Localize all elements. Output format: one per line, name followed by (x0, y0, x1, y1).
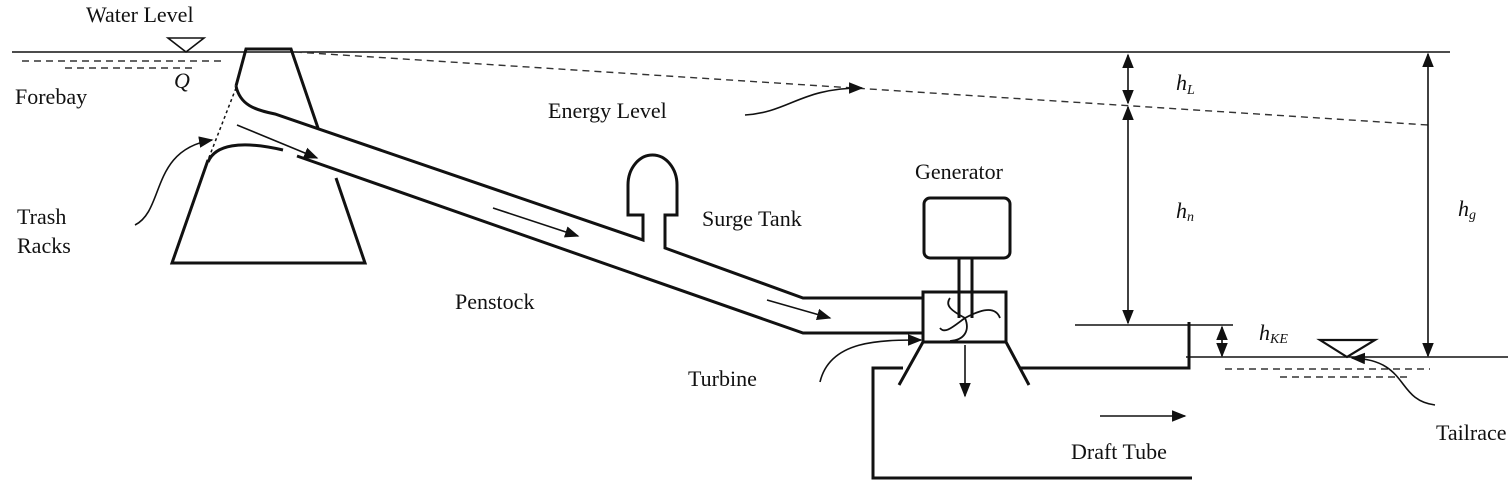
dam-upper (234, 47, 320, 129)
draft-tube-cone (897, 341, 1031, 386)
tailrace-label: Tailrace (1436, 420, 1507, 445)
trash-label: Trash (17, 204, 66, 229)
generator-label: Generator (915, 159, 1004, 184)
tailwater-triangle-icon (1316, 338, 1379, 359)
water-level-label: Water Level (86, 2, 194, 27)
surge-tank-label: Surge Tank (702, 206, 802, 231)
loss-head-label: hL (1176, 70, 1195, 98)
penstock-bottom (296, 154, 922, 335)
intake-curve (206, 143, 284, 163)
water-level-triangle-icon (165, 37, 207, 54)
flow-arrow-1 (236, 124, 319, 159)
turbine-runner-icon (939, 297, 1001, 342)
turbine-pointer (819, 334, 923, 383)
flow-arrow-2 (492, 207, 580, 238)
tailrace-pointer (1350, 352, 1436, 406)
draft-tube-outline (871, 322, 1192, 480)
turbine-housing (921, 290, 1008, 344)
turbine-label: Turbine (688, 366, 757, 391)
forebay-label: Forebay (15, 84, 87, 109)
energy-level-label: Energy Level (548, 98, 667, 123)
kinetic-head-label: hKE (1259, 320, 1288, 347)
racks-label: Racks (17, 233, 71, 258)
penstock-label: Penstock (455, 289, 534, 314)
dam-lower (169, 159, 368, 265)
gross-head-label: hg (1458, 196, 1476, 223)
net-head-label: hn (1176, 198, 1194, 225)
generator-box (922, 196, 1012, 260)
generator-shaft (957, 258, 974, 318)
trash-racks-pointer (134, 136, 214, 226)
flow-arrow-3 (766, 299, 832, 320)
trash-rack (207, 87, 237, 161)
draft-tube-label: Draft Tube (1071, 439, 1167, 464)
energy-level-pointer (744, 82, 864, 116)
flow-label: Q (174, 68, 190, 93)
penstock-top (234, 85, 922, 300)
